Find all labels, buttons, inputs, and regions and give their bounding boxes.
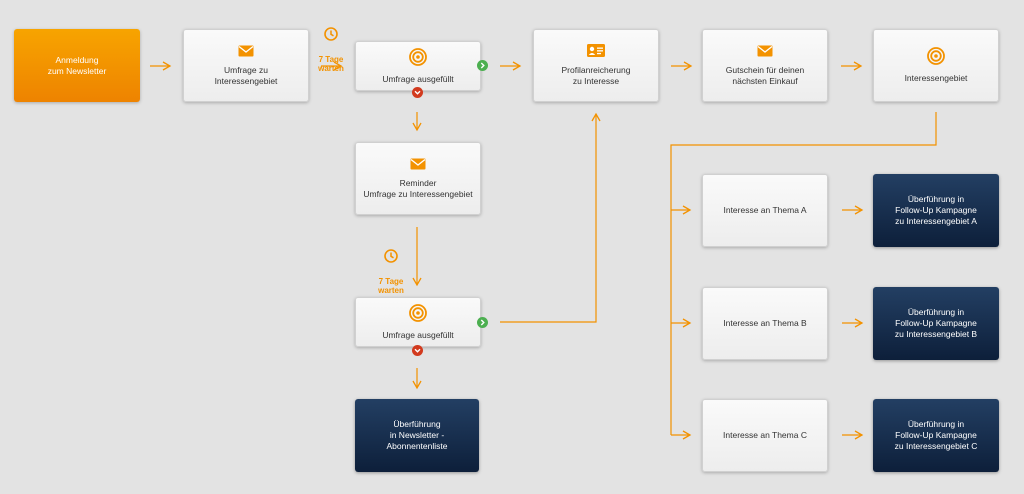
start-node-label: Anmeldung zum Newsletter	[47, 54, 107, 76]
followup-b-label: Überführung in Follow-Up Kampagne zu Int…	[894, 307, 978, 339]
voucher-node-label: Gutschein für deinen nächsten Einkauf	[725, 64, 805, 86]
interest-node: Interessengebiet	[873, 29, 999, 102]
target-icon	[409, 303, 427, 325]
line-interest-branch	[670, 112, 937, 435]
yes-badge-2	[477, 317, 488, 328]
topic-c-label: Interesse an Thema C	[723, 430, 807, 440]
interest-node-label: Interessengebiet	[904, 73, 968, 83]
followup-c-node: Überführung in Follow-Up Kampagne zu Int…	[873, 399, 999, 472]
profile-node: Profilanreicherung zu Interesse	[533, 29, 659, 102]
topic-b-label: Interesse an Thema B	[723, 318, 807, 328]
mail-icon	[238, 45, 254, 60]
filled1-node: Umfrage ausgefüllt	[355, 41, 481, 91]
no-badge-2	[412, 345, 423, 356]
survey-node-label: Umfrage zu Interessengebiet	[214, 64, 278, 86]
target-icon	[409, 47, 427, 69]
followup-c-label: Überführung in Follow-Up Kampagne zu Int…	[894, 419, 978, 451]
topic-a-node: Interesse an Thema A	[702, 174, 828, 247]
id-card-icon	[587, 44, 605, 60]
clock-icon	[310, 18, 352, 43]
wait-text-1: 7 Tage warten	[318, 55, 344, 73]
filled1-node-label: Umfrage ausgefüllt	[382, 73, 454, 84]
filled2-node-label: Umfrage ausgefüllt	[382, 329, 454, 340]
topic-c-node: Interesse an Thema C	[702, 399, 828, 472]
followup-a-label: Überführung in Follow-Up Kampagne zu Int…	[895, 194, 977, 226]
no-badge-1	[412, 87, 423, 98]
yes-badge-1	[477, 60, 488, 71]
reminder-node-label: Reminder Umfrage zu Interessengebiet	[363, 177, 473, 199]
newsletter-list-label: Überführung in Newsletter - Abonnentenli…	[386, 419, 448, 451]
mail-icon	[757, 45, 773, 60]
clock-icon	[370, 240, 412, 265]
start-node: Anmeldung zum Newsletter	[14, 29, 140, 102]
wait-label-2: 7 Tage warten	[370, 231, 412, 295]
followup-b-node: Überführung in Follow-Up Kampagne zu Int…	[873, 287, 999, 360]
arrow-filled2-to-profile	[500, 112, 601, 323]
voucher-node: Gutschein für deinen nächsten Einkauf	[702, 29, 828, 102]
wait-text-2: 7 Tage warten	[378, 277, 404, 295]
followup-a-node: Überführung in Follow-Up Kampagne zu Int…	[873, 174, 999, 247]
topic-a-label: Interesse an Thema A	[723, 205, 807, 215]
survey-node: Umfrage zu Interessengebiet	[183, 29, 309, 102]
profile-node-label: Profilanreicherung zu Interesse	[561, 65, 631, 86]
target-icon	[927, 47, 945, 68]
wait-label-1: 7 Tage warten	[310, 9, 352, 73]
filled2-node: Umfrage ausgefüllt	[355, 297, 481, 347]
newsletter-list-node: Überführung in Newsletter - Abonnentenli…	[355, 399, 479, 472]
reminder-node: Reminder Umfrage zu Interessengebiet	[355, 142, 481, 215]
topic-b-node: Interesse an Thema B	[702, 287, 828, 360]
mail-icon	[410, 158, 426, 173]
